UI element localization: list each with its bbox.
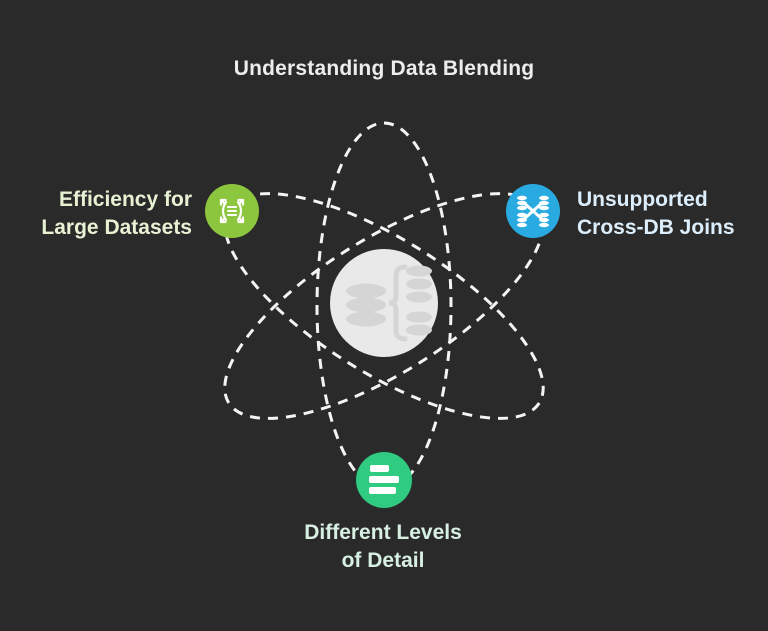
node-detail-levels bbox=[356, 452, 412, 508]
label-efficiency: Efficiency for Large Datasets bbox=[0, 186, 192, 242]
label-cross-db-line1: Unsupported bbox=[577, 188, 708, 211]
label-detail-levels-line1: Different Levels bbox=[304, 521, 462, 544]
node-efficiency bbox=[205, 184, 259, 238]
label-efficiency-line2: Large Datasets bbox=[41, 216, 192, 239]
label-detail-levels: Different Levels of Detail bbox=[263, 519, 503, 575]
label-cross-db: Unsupported Cross-DB Joins bbox=[577, 186, 768, 242]
center-node bbox=[330, 249, 438, 357]
label-cross-db-line2: Cross-DB Joins bbox=[577, 216, 735, 239]
page-title: Understanding Data Blending bbox=[233, 57, 535, 80]
label-efficiency-line1: Efficiency for bbox=[58, 188, 192, 211]
expand-arrows-database-icon bbox=[219, 198, 245, 224]
label-detail-levels-line2: of Detail bbox=[341, 549, 425, 572]
detail-levels-bars-icon bbox=[369, 465, 399, 494]
data-blend-database-icon bbox=[346, 264, 432, 342]
node-cross-db bbox=[506, 184, 560, 238]
crossed-databases-icon bbox=[517, 195, 549, 228]
orbit-diagonal-left bbox=[223, 192, 545, 420]
